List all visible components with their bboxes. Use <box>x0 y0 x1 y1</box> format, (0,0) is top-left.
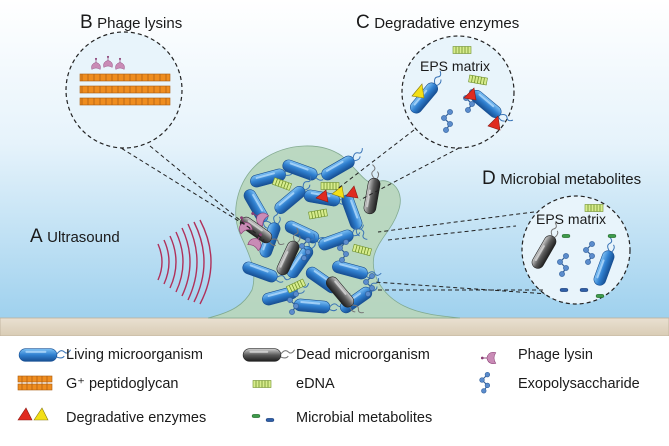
inset-d-eps-label: EPS matrix <box>536 211 607 227</box>
legend-enzymes: Degradative enzymes <box>66 410 207 426</box>
legend-peptidoglycan: G⁺ peptidoglycan <box>66 376 179 392</box>
panel-a-label: A Ultrasound <box>30 226 120 247</box>
ultrasound-wave-icon <box>157 219 212 305</box>
enzyme-triangle-icon <box>17 407 49 421</box>
legend-icons <box>17 348 497 422</box>
panel-b-label: B Phage lysins <box>80 12 183 33</box>
legend-edna: eDNA <box>296 376 335 392</box>
inset-c-eps-label: EPS matrix <box>420 58 491 74</box>
peptidoglycan-icon <box>17 375 53 391</box>
legend-living: Living microorganism <box>66 347 203 363</box>
edna-icon <box>252 380 272 388</box>
legend-exopoly: Exopolysaccharide <box>518 376 640 392</box>
peptidoglycan-layers <box>79 73 171 106</box>
inset-degradative-enzymes <box>335 35 515 201</box>
biofilm-cells <box>234 146 386 321</box>
inset-microbial-metabolites <box>373 195 631 305</box>
inset-phage-lysins <box>65 31 265 241</box>
panel-d-label: D Microbial metabolites <box>482 168 642 189</box>
legend-lysin: Phage lysin <box>518 347 593 363</box>
legend-dead: Dead microorganism <box>296 347 430 363</box>
substrate-surface <box>0 317 669 337</box>
panel-c-label: C Degradative enzymes <box>356 12 520 33</box>
legend-metabolites: Microbial metabolites <box>296 410 433 426</box>
